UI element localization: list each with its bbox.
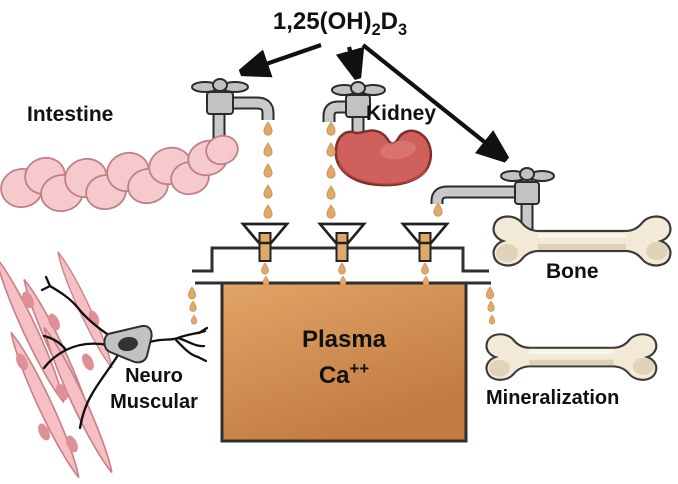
bone-illustration: [485, 215, 672, 381]
arrow-to-bone-faucet: [361, 43, 507, 160]
regulator-label-element: D: [380, 8, 399, 35]
bone-faucet-icon: [430, 167, 555, 234]
regulator-label-sub1: 2: [371, 20, 381, 39]
kidney-illustration: [334, 129, 433, 187]
mineralization-label: Mineralization: [486, 387, 620, 409]
neuromuscular-label-line2: Muscular: [110, 391, 198, 413]
plasma-calcium-label: Plasma Ca++: [244, 325, 444, 390]
plasma-label-line1: Plasma: [301, 326, 387, 353]
arrow-to-kidney-faucet: [349, 46, 358, 79]
neuron-cell-body: [103, 324, 153, 364]
neuromuscular-label: Neuro Muscular: [92, 363, 216, 415]
regulator-label: 1,25(OH)2D3: [240, 8, 440, 40]
funnel-kidney: [317, 222, 367, 262]
inflow-funnels: [240, 222, 450, 262]
intestine-label: Intestine: [27, 103, 114, 126]
regulator-label-sub2: 3: [398, 20, 408, 39]
arrow-to-intestine-faucet: [240, 43, 322, 73]
intestine-illustration: [0, 134, 239, 212]
kidney-label: Kidney: [366, 102, 437, 125]
regulator-arrows: [240, 43, 507, 160]
bone-label: Bone: [546, 260, 599, 283]
neuromuscular-label-line1: Neuro: [125, 365, 183, 387]
plasma-label-charge: ++: [349, 359, 370, 378]
funnel-bone: [400, 222, 450, 262]
plasma-label-line2: Ca++: [244, 354, 444, 390]
neuron-axons: [40, 275, 209, 430]
plasma-calcium-tank: [195, 281, 491, 443]
plasma-label-ca: Ca: [318, 362, 350, 389]
funnel-intestine: [240, 222, 290, 262]
regulator-label-prefix: 1,25(OH): [272, 8, 372, 35]
